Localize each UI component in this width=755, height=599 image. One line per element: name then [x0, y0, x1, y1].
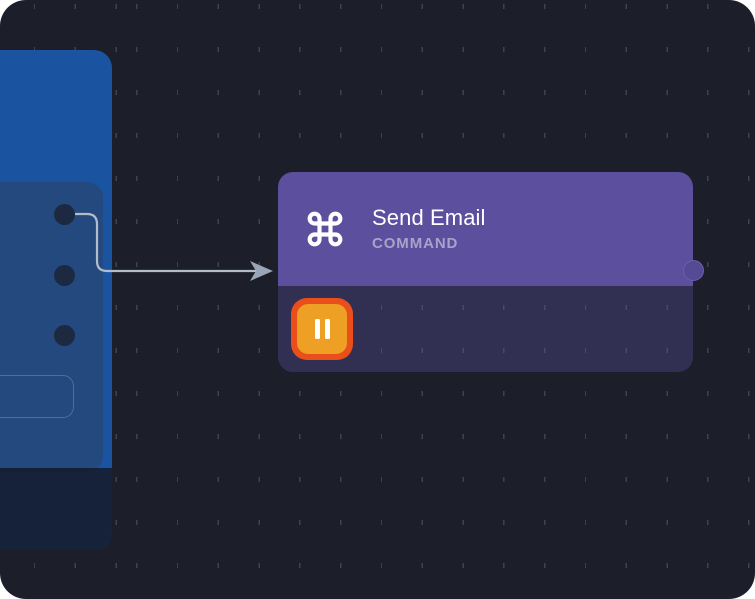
node-subtitle: COMMAND — [372, 234, 459, 252]
source-panel-field[interactable] — [0, 375, 74, 418]
source-panel-port-3[interactable] — [54, 325, 75, 346]
pause-icon — [297, 304, 347, 354]
node-send-email[interactable]: Send Email COMMAND — [278, 172, 704, 372]
source-panel-dimmed-footer — [0, 468, 112, 550]
pause-button[interactable] — [291, 298, 353, 360]
source-panel-inner-section — [0, 182, 103, 472]
source-panel-port-2[interactable] — [54, 265, 75, 286]
node-text-group: Send Email COMMAND — [372, 205, 486, 254]
pause-bar-right — [324, 319, 330, 339]
node-output-port[interactable] — [683, 260, 704, 281]
node-header[interactable]: Send Email COMMAND — [278, 172, 693, 286]
connector-arrowhead — [250, 261, 273, 281]
source-panel-port-1[interactable] — [54, 204, 75, 225]
pause-bar-left — [314, 319, 320, 339]
command-icon — [302, 206, 348, 252]
node-title: Send Email — [372, 204, 486, 230]
